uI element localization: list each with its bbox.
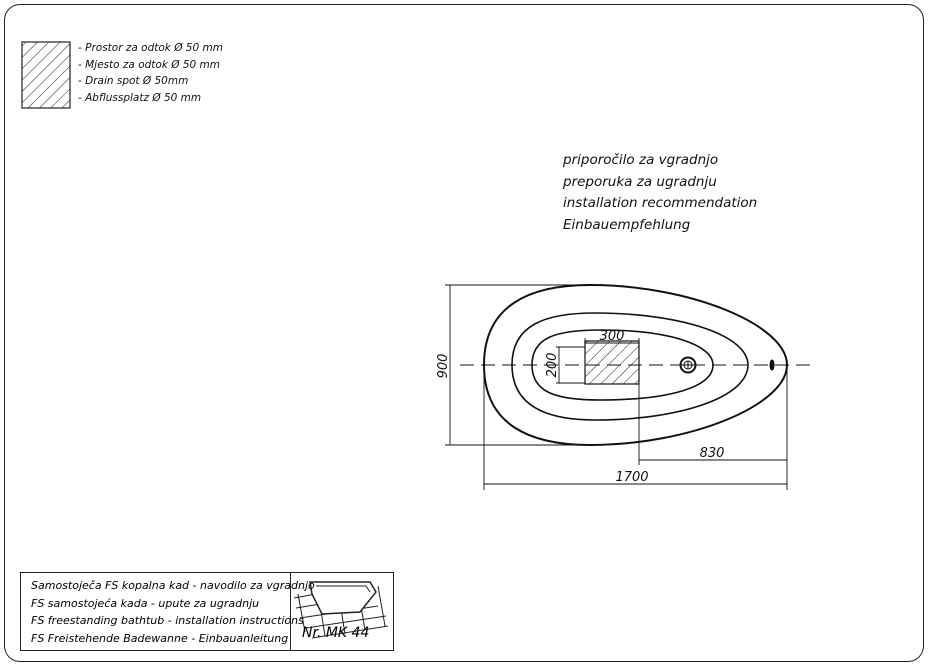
title-block: Samostoječa FS kopalna kad - navodilo za… [20,572,394,651]
title-line: FS freestanding bathtub - installation i… [31,614,304,627]
bathtub-plan [445,283,812,490]
legend-item: - Prostor za odtok Ø 50 mm [78,42,223,54]
legend-hatch-swatch [21,41,71,109]
title-line: Samostoječa FS kopalna kad - navodilo za… [31,579,315,592]
drain-area-hatched [584,340,640,385]
dimension-height: 900 [436,354,451,379]
title-divider [290,573,292,650]
recommendation-line: Einbauempfehlung [563,216,691,233]
bathtub-thumbnail-icon [293,581,389,639]
recommendation-line: installation recommendation [563,195,758,211]
dimension-drain-depth: 200 [545,353,560,378]
legend-item: - Drain spot Ø 50mm [78,75,189,87]
dimension-drain-width: 300 [600,329,625,344]
overflow-drain-icon [679,356,697,374]
dimension-length: 1700 [615,470,648,485]
title-lines: Samostoječa FS kopalna kad - navodilo za… [31,577,315,647]
title-line: FS samostojeća kada - upute za ugradnju [31,596,260,610]
recommendation-line: priporočilo za vgradnjo [563,152,719,168]
recommendation-line: preporuka za ugradnju [563,173,717,190]
title-line: FS Freistehende Badewanne - Einbauanleit… [31,631,289,645]
dimension-lines [445,284,788,490]
faucet-hole-icon [769,359,775,371]
legend-item: - Mjesto za odtok Ø 50 mm [78,58,221,71]
drawing-frame [4,4,924,662]
legend-text: - Prostor za odtok Ø 50 mm - Mjesto za o… [78,40,223,106]
tub-rim-outline [511,312,749,421]
installation-recommendation: priporočilo za vgradnjo preporuka za ugr… [563,150,757,236]
legend-item: - Abflussplatz Ø 50 mm [78,91,202,104]
model-number: Nr. MK 44 [302,625,370,641]
dimension-drain-offset: 830 [700,446,725,461]
